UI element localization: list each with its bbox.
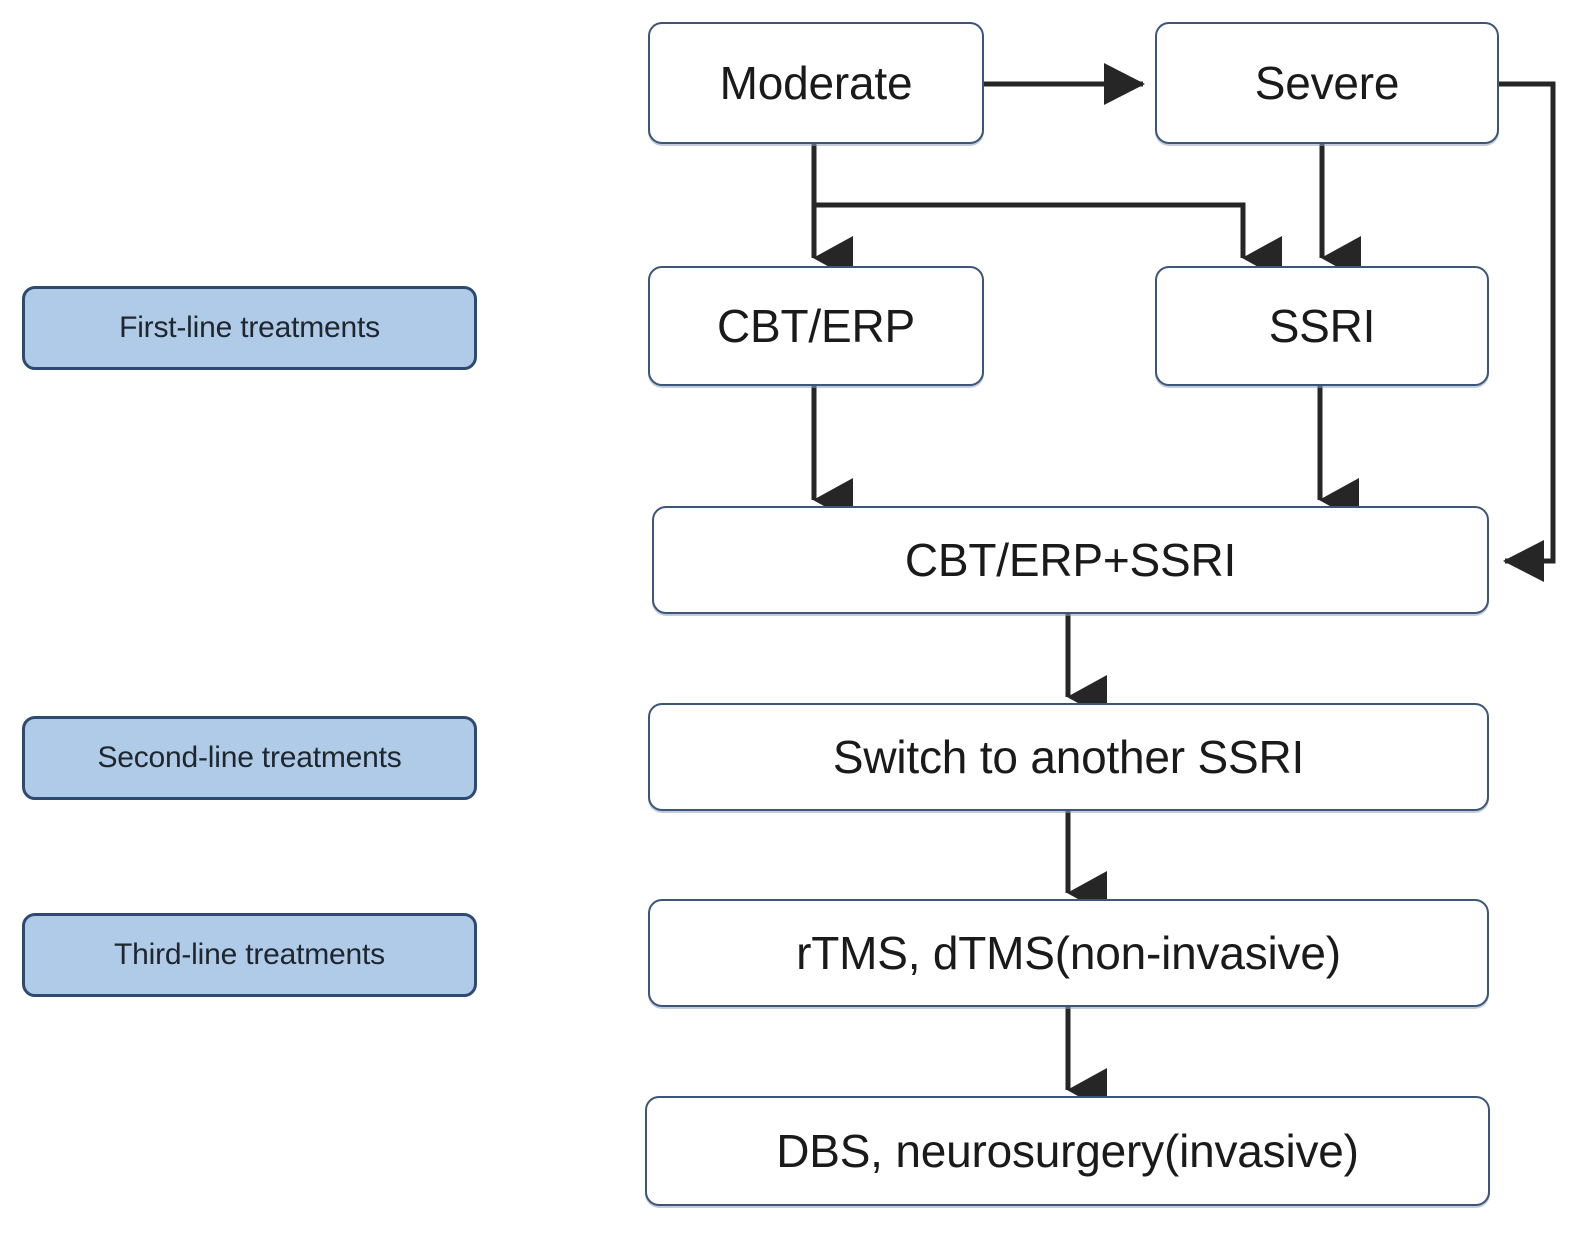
node-severe-label: Severe [1254, 56, 1400, 109]
node-severe[interactable]: Severe [1155, 22, 1499, 144]
legend-second-line: Second-line treatments [22, 716, 477, 800]
node-tms[interactable]: rTMS, dTMS(non-invasive) [648, 899, 1489, 1007]
node-switch-ssri[interactable]: Switch to another SSRI [648, 703, 1489, 811]
node-cbt-erp-plus-ssri[interactable]: CBT/ERP+SSRI [652, 506, 1489, 614]
node-dbs[interactable]: DBS, neurosurgery(invasive) [645, 1096, 1490, 1206]
legend-first-line: First-line treatments [22, 286, 477, 370]
legend-first-line-label: First-line treatments [119, 311, 380, 344]
legend-second-line-label: Second-line treatments [97, 741, 402, 774]
node-ssri-label: SSRI [1268, 299, 1376, 352]
edge-severe-to-combined [1499, 81, 1556, 582]
node-cbt-erp-plus-ssri-label: CBT/ERP+SSRI [904, 533, 1237, 586]
edge-moderate-to-ssri [814, 202, 1282, 280]
node-tms-label: rTMS, dTMS(non-invasive) [796, 926, 1341, 979]
node-moderate[interactable]: Moderate [648, 22, 984, 144]
node-cbt-erp-label: CBT/ERP [717, 299, 915, 352]
node-moderate-label: Moderate [719, 56, 913, 109]
node-cbt-erp[interactable]: CBT/ERP [648, 266, 984, 386]
legend-third-line-label: Third-line treatments [114, 938, 385, 971]
node-dbs-label: DBS, neurosurgery(invasive) [776, 1124, 1359, 1177]
node-ssri[interactable]: SSRI [1155, 266, 1489, 386]
legend-third-line: Third-line treatments [22, 913, 477, 997]
node-switch-ssri-label: Switch to another SSRI [832, 730, 1305, 783]
